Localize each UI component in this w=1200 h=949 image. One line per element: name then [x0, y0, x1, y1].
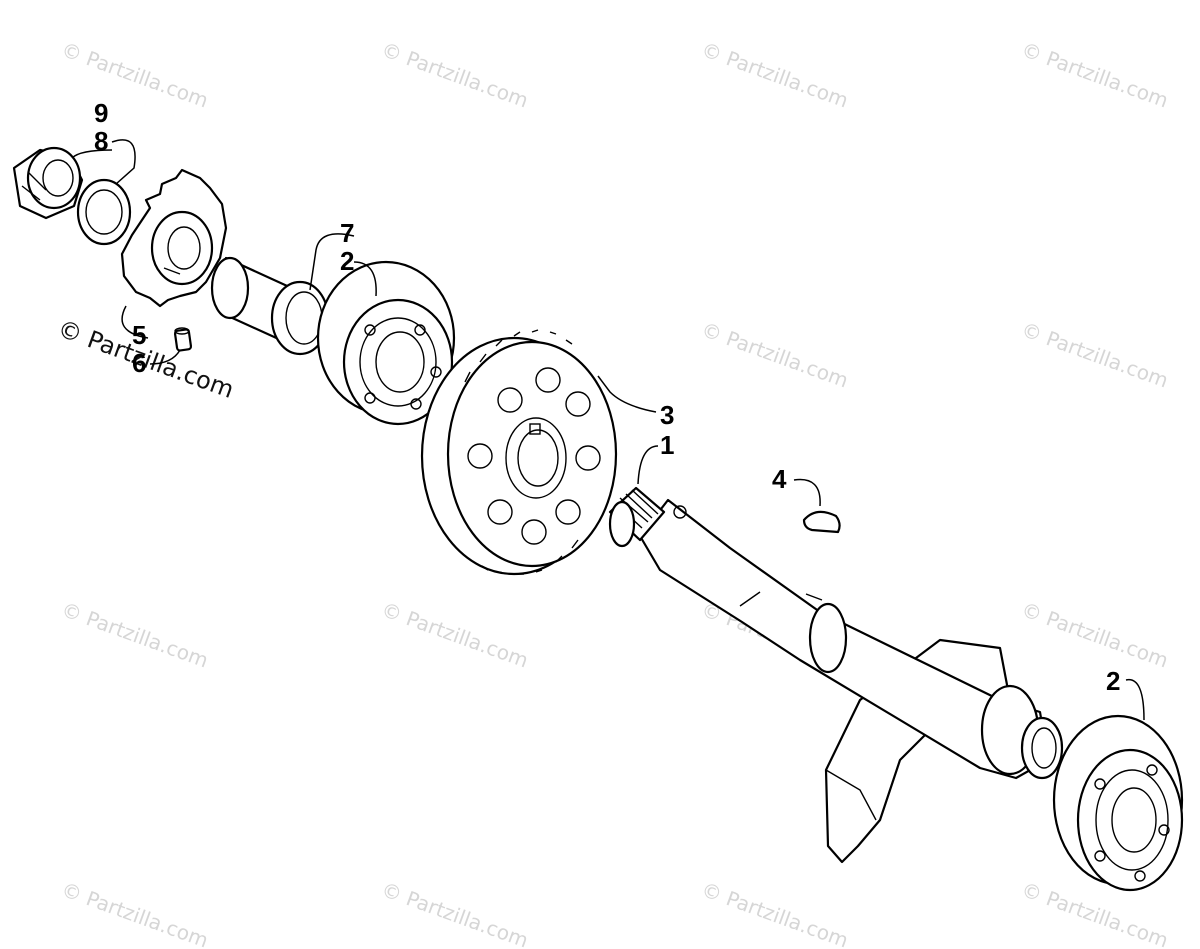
callout-4: 4 — [772, 464, 787, 494]
watermark: © Partzilla.com — [698, 37, 851, 112]
callout-7: 7 — [340, 218, 354, 248]
watermark: © Partzilla.com — [58, 37, 211, 112]
part-5-lock-plate[interactable] — [120, 168, 228, 308]
watermark: © Partzilla.com — [378, 37, 531, 112]
part-9-washer[interactable] — [76, 178, 132, 246]
callout-2-lower: 2 — [1106, 666, 1120, 696]
watermark: © Partzilla.com — [1018, 877, 1171, 949]
callout-3: 3 — [660, 400, 674, 430]
callout-2-upper: 2 — [340, 246, 354, 276]
watermark: © Partzilla.com — [1018, 597, 1171, 672]
watermark: © Partzilla.com — [378, 597, 531, 672]
watermark: © Partzilla.com — [1018, 317, 1171, 392]
part-8-nut[interactable] — [12, 146, 84, 220]
leader-lines — [71, 139, 1145, 721]
part-7-spacer[interactable] — [210, 256, 330, 356]
watermark: © Partzilla.com — [378, 877, 531, 949]
callout-6: 6 — [132, 348, 146, 378]
part-1-crankshaft[interactable] — [608, 486, 1064, 864]
part-2-bearing-lower[interactable] — [1052, 714, 1184, 892]
part-4-key[interactable] — [802, 510, 841, 534]
part-6-pin[interactable] — [173, 327, 193, 352]
watermark: © Partzilla.com — [58, 597, 211, 672]
watermark-grid: © Partzilla.com © Partzilla.com © Partzi… — [58, 37, 1171, 949]
part-2-bearing-upper[interactable] — [316, 260, 456, 426]
callout-8: 8 — [94, 126, 108, 156]
watermark: © Partzilla.com — [1018, 37, 1171, 112]
callout-9: 9 — [94, 98, 108, 128]
callout-1: 1 — [660, 430, 674, 460]
watermark: © Partzilla.com — [698, 317, 851, 392]
callout-labels: 9 8 7 2 5 6 3 1 4 2 — [94, 98, 1120, 696]
watermark: © Partzilla.com — [58, 877, 211, 949]
watermark: © Partzilla.com — [698, 877, 851, 949]
callout-5: 5 — [132, 320, 146, 350]
part-3-gear[interactable] — [420, 329, 618, 576]
